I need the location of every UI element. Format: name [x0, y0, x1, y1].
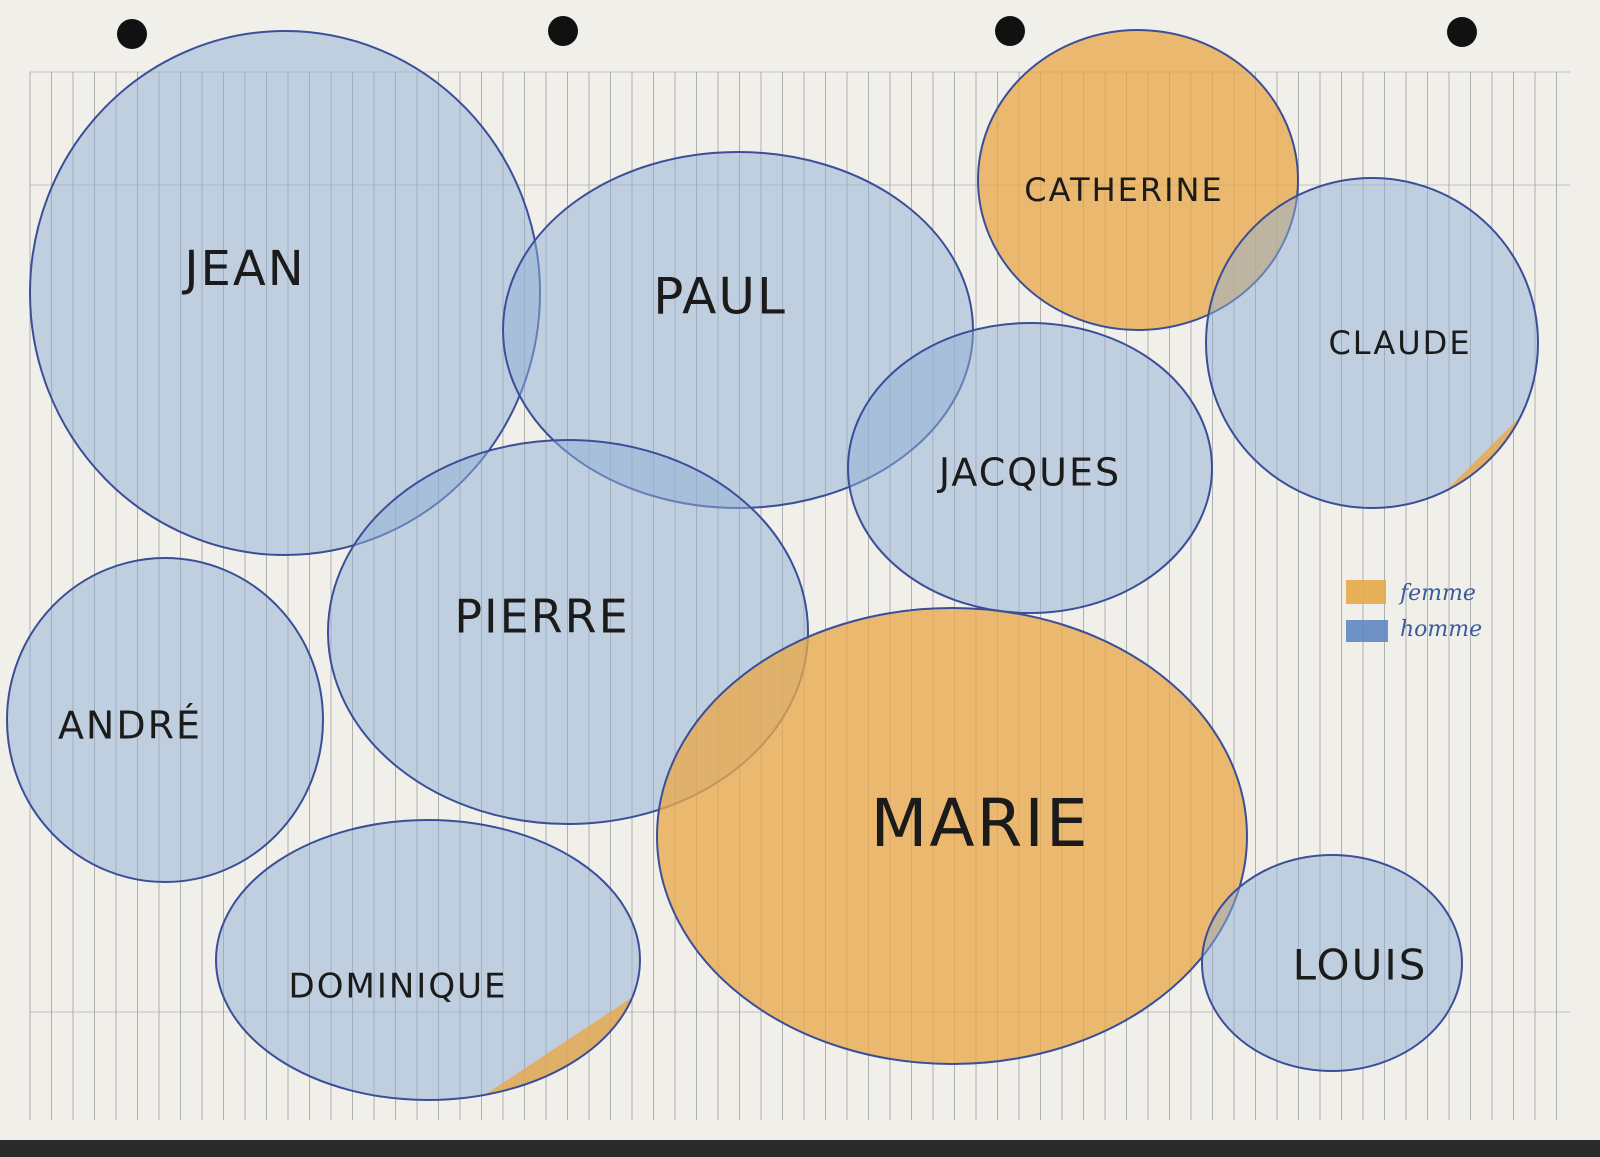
- bubble-outline: [1205, 177, 1539, 509]
- bubble-outline: [656, 607, 1248, 1065]
- bubble-label: PAUL: [653, 268, 787, 326]
- bubble-fill: [1206, 178, 1538, 508]
- bubble-outline: [847, 322, 1213, 614]
- bubbles: JEAN PAUL CATHERINE CLAUDE JACQUES PIERRE ANDR…: [6, 29, 1539, 1101]
- legend-label-homme: homme: [1400, 617, 1482, 642]
- bubble-paul: PAUL: [502, 151, 974, 509]
- bubble-outline: [215, 819, 641, 1101]
- bubble-outline: [977, 29, 1299, 331]
- bubble-fill: [1202, 855, 1462, 1071]
- bubble-fill: [657, 608, 1247, 1064]
- bubble-label: CATHERINE: [1024, 171, 1223, 209]
- bubble-label: MARIE: [870, 785, 1089, 862]
- bubble-outline: [327, 439, 809, 825]
- punch-hole: [117, 19, 147, 49]
- bubble-claude: CLAUDE: [1205, 177, 1539, 509]
- bubble-fill: [328, 440, 808, 824]
- bubble-pierre: PIERRE: [327, 439, 809, 825]
- bubble-catherine: CATHERINE: [977, 29, 1299, 331]
- legend-swatch-femme: [1346, 580, 1386, 604]
- bubble-jacques: JACQUES: [847, 322, 1213, 614]
- punch-hole: [548, 16, 578, 46]
- punch-hole: [995, 16, 1025, 46]
- legend: femme homme: [1346, 580, 1482, 642]
- bubble-dominique: DOMINIQUE: [215, 819, 641, 1101]
- punch-hole: [1447, 17, 1477, 47]
- bubble-label: JACQUES: [937, 451, 1121, 495]
- punch-holes: [117, 16, 1477, 49]
- bubble-label: LOUIS: [1293, 941, 1428, 990]
- bubble-label: CLAUDE: [1328, 324, 1471, 362]
- bubble-outline: [6, 557, 324, 883]
- bubble-andre: ANDRÉ: [6, 557, 324, 883]
- bubble-fill: [7, 558, 323, 882]
- bubble-label: DOMINIQUE: [289, 967, 508, 1007]
- bubble-label: ANDRÉ: [58, 704, 202, 748]
- bubble-louis: LOUIS: [1201, 854, 1463, 1072]
- bubble-fill: [503, 152, 973, 508]
- bubble-label: JEAN: [181, 241, 305, 297]
- bubble-fill: [30, 31, 540, 555]
- bubble-fill: [848, 323, 1212, 613]
- legend-label-femme: femme: [1398, 581, 1476, 606]
- bubble-fill: [216, 820, 640, 1100]
- legend-swatch-homme: [1346, 620, 1388, 642]
- bubble-outline: [1201, 854, 1463, 1072]
- bubble-marie: MARIE: [656, 607, 1248, 1065]
- bubble-label: PIERRE: [454, 590, 629, 644]
- bubble-fill: [978, 30, 1298, 330]
